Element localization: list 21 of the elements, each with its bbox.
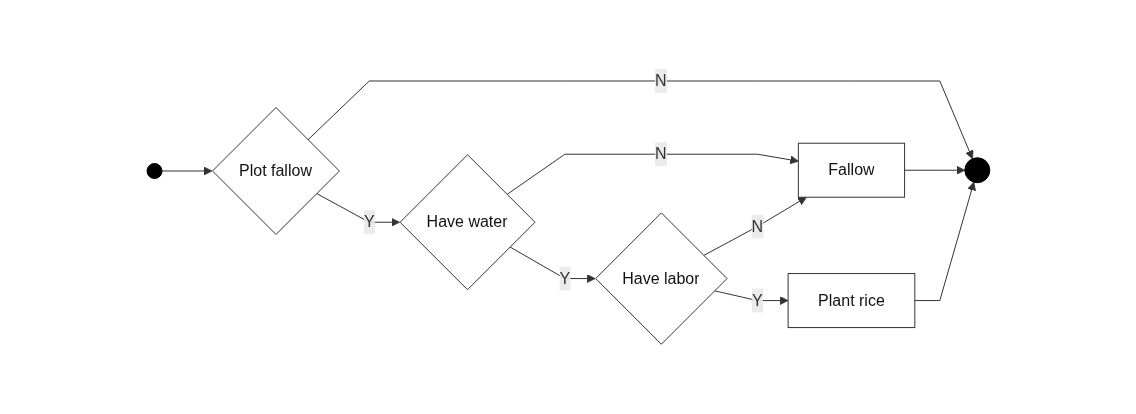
arrow — [315, 193, 400, 227]
arrow — [702, 197, 807, 257]
edge-label: Y — [559, 269, 570, 287]
edge-label: Y — [363, 213, 375, 231]
node-diamond: Have labor — [594, 212, 728, 346]
edge-label: N — [751, 217, 763, 235]
edge-label: N — [654, 145, 667, 163]
node-circle — [146, 163, 163, 180]
arrow — [505, 154, 799, 196]
edge-label: N — [654, 72, 667, 90]
node-circle — [963, 157, 990, 184]
arrow — [508, 246, 596, 284]
node-box: Plant rice — [787, 273, 915, 329]
node-box: Fallow — [797, 143, 905, 199]
arrow — [903, 166, 965, 175]
node-diamond: Have water — [399, 154, 536, 291]
arrow — [306, 80, 974, 160]
arrow — [161, 166, 212, 176]
edge-label: Y — [751, 291, 763, 309]
node-diamond: Plot fallow — [211, 107, 340, 236]
arrow — [913, 182, 976, 302]
